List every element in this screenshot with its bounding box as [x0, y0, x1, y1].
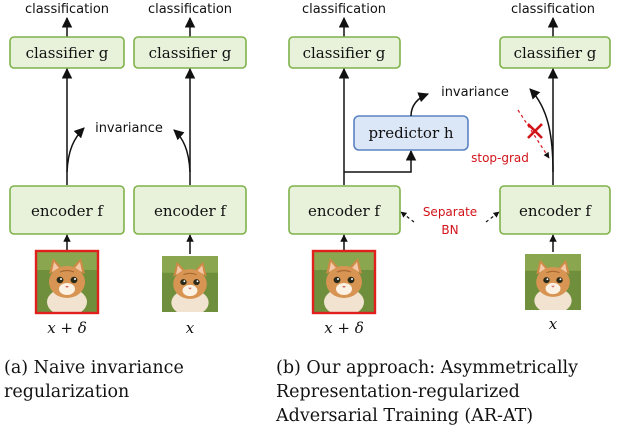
adversarial-cat-image-a: [34, 249, 100, 315]
classifier-label-b-left: classifier g: [303, 44, 386, 62]
separate-label: Separate: [423, 205, 477, 219]
encoder-box-b-left: [288, 185, 401, 235]
classification-label-b-right: classification: [511, 2, 595, 17]
classifier-label-a-left: classifier g: [26, 44, 109, 62]
classification-label-a-right: classification: [148, 2, 232, 17]
arrow-encoder-to-predictor: [344, 149, 417, 173]
encoder-label-a-right: encoder f: [154, 202, 227, 220]
separate-bn-arrow-left: [400, 211, 415, 223]
caption-a: (a) Naive invariance regularization: [4, 358, 184, 402]
stop-grad-label: stop-grad: [471, 151, 529, 165]
invariance-curve-b-left: [410, 92, 429, 117]
input-label-x-b: x: [549, 315, 558, 333]
encoder-label-b-right: encoder f: [519, 202, 592, 220]
clean-cat-image-b: [525, 254, 581, 310]
caption-b: (b) Our approach: Asymmetrically Represe…: [276, 358, 579, 426]
predictor-label: predictor h: [368, 124, 453, 142]
input-label-x-a: x: [186, 319, 195, 337]
input-label-x-delta-a: x + δ: [47, 319, 87, 337]
input-label-x-delta-b: x + δ: [324, 319, 364, 337]
invariance-label-a: invariance: [95, 121, 163, 136]
separate-bn-arrow-right: [485, 211, 500, 223]
bn-label: BN: [441, 223, 458, 237]
classifier-label-b-right: classifier g: [514, 44, 597, 62]
classification-label-a-left: classification: [25, 2, 109, 17]
encoder-box-a-left: [9, 185, 125, 235]
adversarial-cat-image-b: [311, 249, 377, 315]
classification-label-b-left: classification: [302, 2, 386, 17]
stop-grad-cross-icon: [527, 123, 543, 139]
encoder-label-b-left: encoder f: [308, 202, 381, 220]
clean-cat-image-a: [161, 256, 219, 312]
invariance-label-b: invariance: [441, 85, 509, 100]
encoder-box-a-right: [133, 185, 247, 235]
invariance-curve-a-left: [66, 127, 85, 173]
classifier-label-a-right: classifier g: [149, 44, 232, 62]
invariance-curve-b-right: [529, 88, 554, 173]
diagram: classification classification classifier…: [9, 2, 611, 337]
invariance-curve-a-right: [173, 129, 191, 173]
encoder-label-a-left: encoder f: [31, 202, 104, 220]
encoder-box-b-right: [499, 185, 611, 235]
